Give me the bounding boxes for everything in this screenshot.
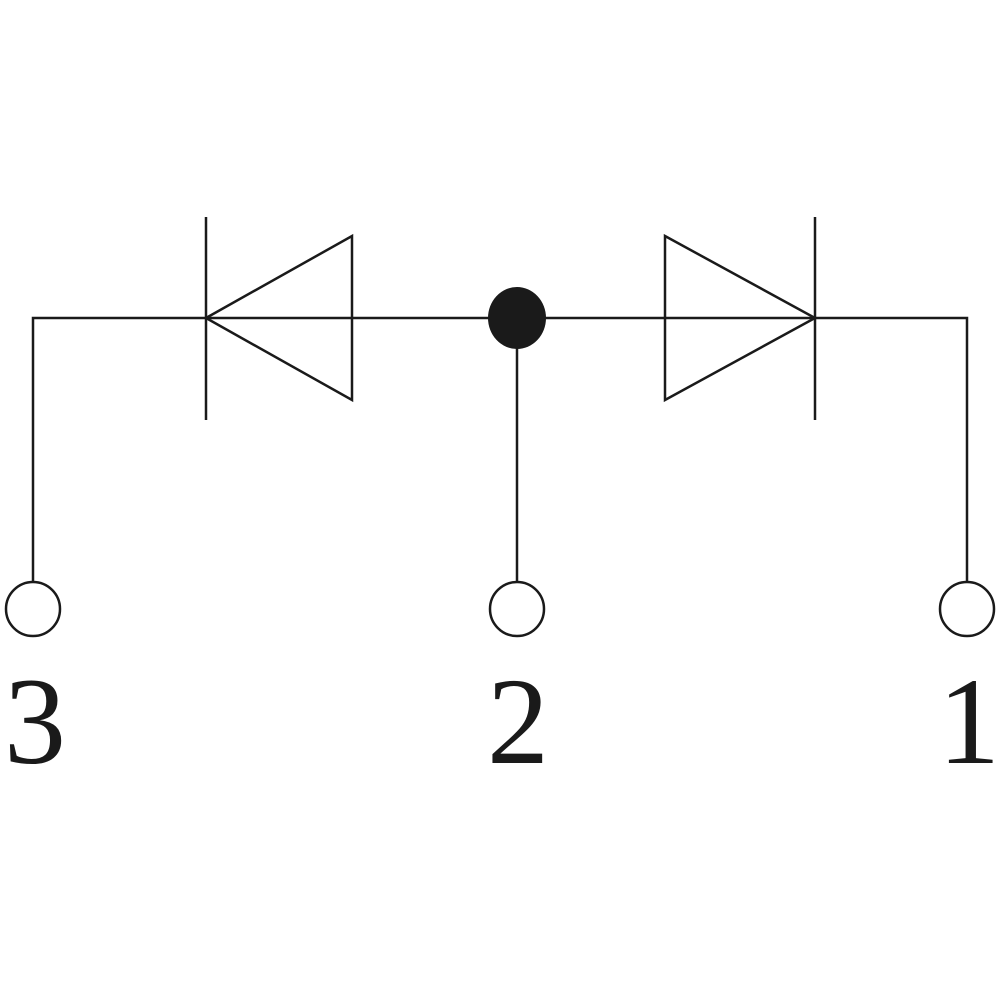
pin-label-3: 3 — [4, 653, 66, 790]
terminal-pin2 — [488, 580, 546, 638]
terminal-pin3 — [4, 580, 62, 638]
terminal-pin1 — [938, 580, 996, 638]
wire-pin3 — [31, 316, 206, 582]
wire-pin1 — [815, 316, 969, 582]
right-diode-triangle — [663, 233, 818, 403]
pin-label-1: 1 — [938, 653, 1000, 790]
pin-label-2: 2 — [487, 653, 549, 790]
junction-dot — [488, 287, 546, 349]
